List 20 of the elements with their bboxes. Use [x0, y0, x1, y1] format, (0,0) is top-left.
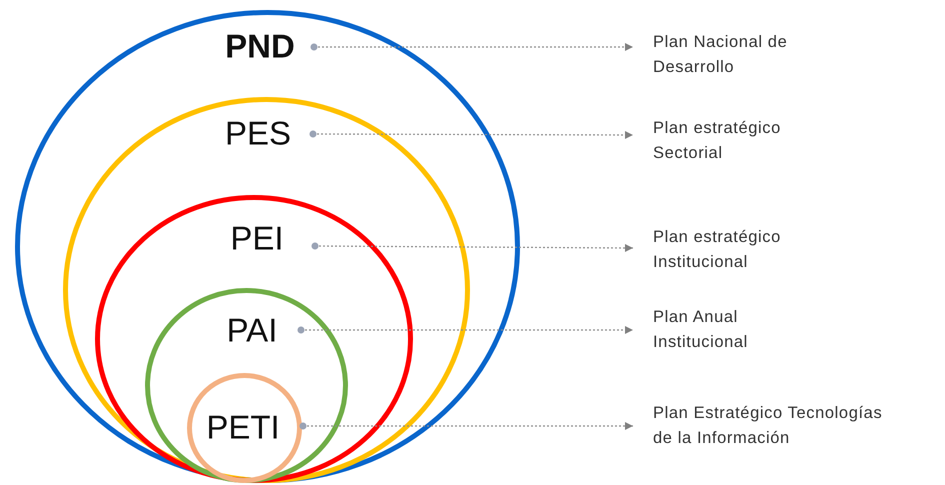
plan-acronym: PAI	[226, 314, 278, 346]
plan-name: Plan Anual Institucional	[653, 307, 749, 353]
plan-circle	[95, 195, 413, 483]
plan-name: Plan Estratégico Tecnologías de la Información	[653, 403, 884, 449]
plan-acronym: PND	[225, 30, 295, 62]
plan-name: Plan estratégico Sectorial	[653, 118, 782, 164]
leader-line	[312, 242, 633, 252]
plan-circle	[187, 373, 302, 483]
leader-line	[300, 422, 633, 430]
plan-acronym: PEI	[230, 222, 284, 254]
plan-name: Plan Nacional de Desarrollo	[653, 32, 788, 78]
leader-line	[298, 326, 633, 334]
plan-circle	[63, 97, 470, 483]
plan-acronym: PETI	[206, 410, 280, 444]
plan-name: Plan estratégico Institucional	[653, 227, 782, 273]
leader-line	[310, 43, 633, 51]
plan-circle	[15, 10, 520, 483]
leader-line	[310, 130, 633, 139]
plan-acronym: PES	[224, 116, 292, 150]
plan-circle	[145, 288, 348, 483]
